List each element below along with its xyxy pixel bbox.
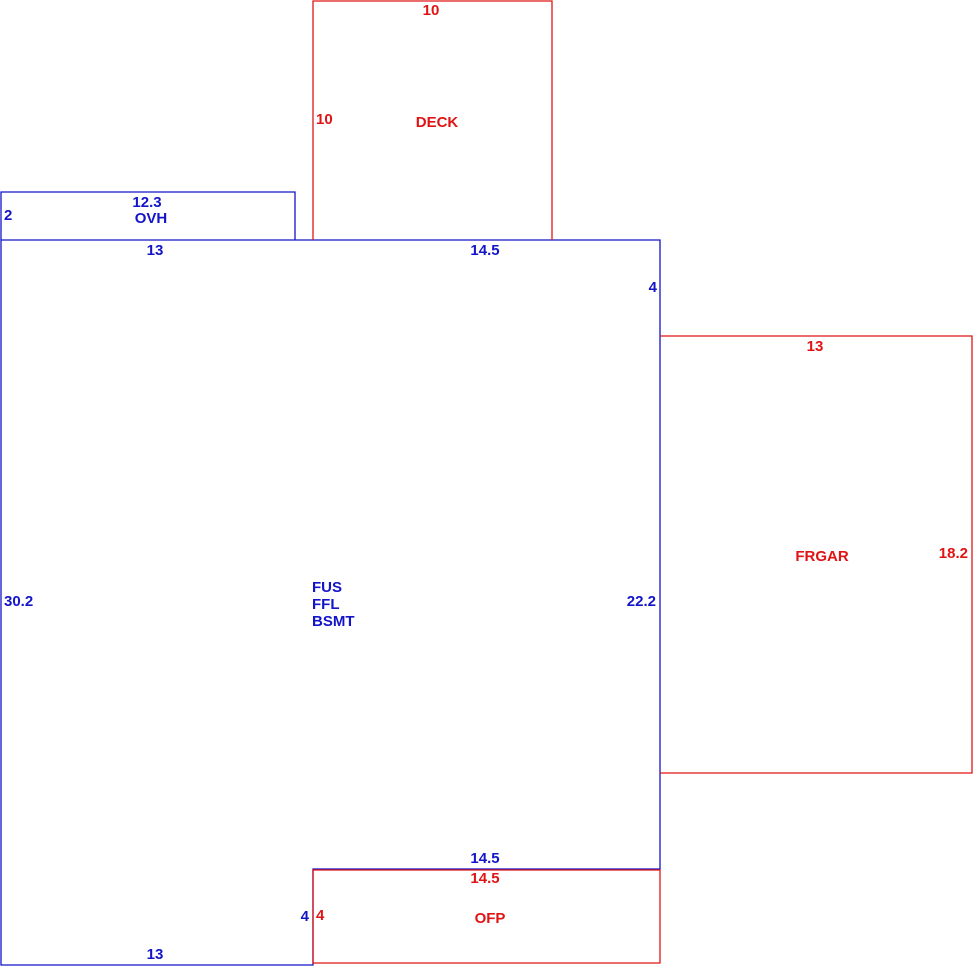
main-dim-right: 22.2: [627, 593, 656, 610]
main-dim-inner-step: 4: [301, 908, 310, 925]
deck-label: DECK: [416, 114, 459, 131]
deck-outline: [312, 0, 553, 240]
main-code-ffl: FFL: [312, 596, 340, 613]
main-code-bsmt: BSMT: [312, 613, 355, 630]
main-dim-top-left: 13: [147, 242, 164, 259]
main-dim-right-upper: 4: [649, 279, 658, 296]
ofp-dim-left: 4: [316, 907, 325, 924]
ovh-dim-top: 12.3: [132, 194, 161, 211]
frgar-label: FRGAR: [795, 548, 848, 565]
main-dim-left: 30.2: [4, 593, 33, 610]
main-dwelling-outline: [0, 239, 661, 966]
ovh-label: OVH: [135, 210, 168, 227]
ofp-dim-top: 14.5: [470, 870, 499, 887]
main-code-fus: FUS: [312, 579, 342, 596]
frgar-dim-top: 13: [807, 338, 824, 355]
ofp-outline: [312, 869, 661, 964]
deck-dim-top: 10: [423, 2, 440, 19]
ofp-label: OFP: [475, 910, 506, 927]
main-dim-bottom: 13: [147, 946, 164, 963]
ovh-dim-left: 2: [4, 207, 12, 224]
ovh-outline: [0, 191, 296, 240]
frgar-dim-right: 18.2: [939, 545, 968, 562]
main-dim-inner-bottom: 14.5: [470, 850, 499, 867]
main-dim-top-right: 14.5: [470, 242, 499, 259]
deck-dim-left: 10: [316, 111, 333, 128]
frgar-outline: [660, 335, 973, 774]
